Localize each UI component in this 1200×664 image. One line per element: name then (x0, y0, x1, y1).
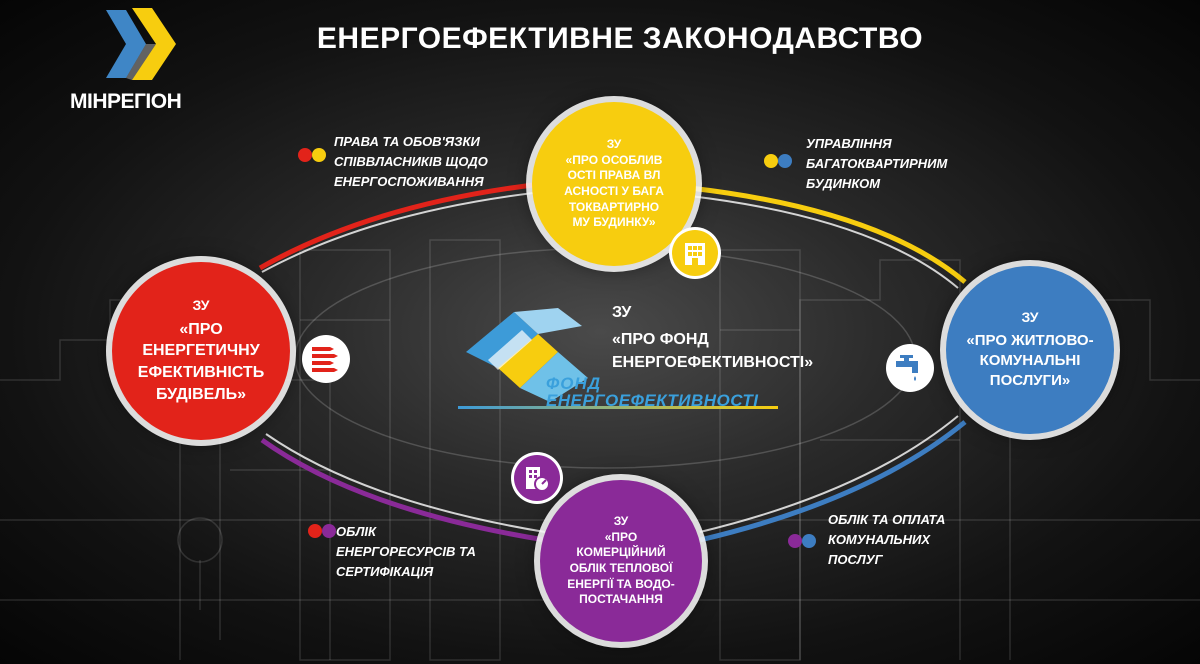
ring-arc-purple-red (260, 437, 546, 543)
law-label: ЗУ (613, 514, 629, 529)
topic-utility-payment: ОБЛІК ТА ОПЛАТА КОМУНАЛЬНИХ ПОСЛУГ (828, 512, 946, 568)
energy-rating-icon (302, 335, 350, 383)
building-meter-icon (514, 455, 560, 501)
law-circle-housing-utilities: ЗУ «ПРО ЖИТЛОВО-КОМУНАЛЬНІ ПОСЛУГИ» (946, 266, 1114, 434)
law-label: ЗУ (606, 137, 622, 152)
ring-arc-yellow-blue (689, 185, 967, 284)
topic-co-owner-rights: ПРАВА ТА ОБОВ'ЯЗКИ СПІВВЛАСНИКІВ ЩОДО ЕН… (334, 134, 488, 190)
law-title: «ПРО ОСОБЛИВОСТІ ПРАВА ВЛАСНОСТІ У БАГАТ… (564, 152, 664, 230)
energy-fund-logo-icon (466, 308, 588, 402)
page-title: ЕНЕРГОЕФЕКТИВНЕ ЗАКОНОДАВСТВО (316, 22, 924, 55)
topic-energy-accounting: ОБЛІК ЕНЕРГОРЕСУРСІВ ТА СЕРТИФІКАЦІЯ (336, 524, 476, 580)
water-tap-icon (886, 344, 934, 392)
topic-dot-red (298, 148, 312, 162)
topic-dot-blue (778, 154, 792, 168)
law-label: ЗУ (1021, 308, 1039, 325)
topic-building-management: УПРАВЛІННЯ БАГАТОКВАРТИРНИМ БУДИНКОМ (806, 136, 948, 192)
law-label: ЗУ (192, 296, 210, 313)
ring-arc-blue-purple (699, 420, 967, 543)
topic-dot-purple (788, 534, 802, 548)
law-circle-property-rights: ЗУ «ПРО ОСОБЛИВОСТІ ПРАВА ВЛАСНОСТІ У БА… (532, 102, 696, 266)
fund-logo-line2: ЕНЕРГОЕФЕКТИВНОСТІ (546, 391, 759, 410)
center-law-label: ЗУ (612, 304, 632, 321)
apartment-building-icon (672, 230, 718, 276)
ring-arc-red-yellow (258, 179, 561, 271)
minregion-logo-icon (106, 8, 176, 80)
brand-name: МІНРЕГІОН (70, 90, 182, 113)
topic-dot-yellow (764, 154, 778, 168)
law-circle-commercial-metering: ЗУ «ПРО КОМЕРЦІЙНИЙ ОБЛІК ТЕПЛОВОЇ ЕНЕРГ… (540, 480, 702, 642)
law-title: «ПРО ЕНЕРГЕТИЧНУ ЕФЕКТИВНІСТЬ БУДІВЕЛЬ» (137, 320, 265, 403)
topic-dot-red (308, 524, 322, 538)
law-title: «ПРО ЖИТЛОВО-КОМУНАЛЬНІ ПОСЛУГИ» (966, 331, 1094, 390)
law-circle-building-efficiency: ЗУ «ПРО ЕНЕРГЕТИЧНУ ЕФЕКТИВНІСТЬ БУДІВЕЛ… (112, 262, 290, 440)
fund-logo-underline (458, 406, 778, 409)
center-law-title: «ПРО ФОНД ЕНЕРГОЕФЕКТИВНОСТІ» (612, 331, 814, 372)
topic-dot-blue (802, 534, 816, 548)
topic-dot-yellow (312, 148, 326, 162)
topic-dot-purple (322, 524, 336, 538)
law-title: «ПРО КОМЕРЦІЙНИЙ ОБЛІК ТЕПЛОВОЇ ЕНЕРГІЇ … (567, 529, 675, 607)
energy-fund-wordmark: ФОНД ЕНЕРГОЕФЕКТИВНОСТІ (546, 375, 758, 409)
fund-logo-line1: ФОНД (546, 374, 602, 393)
